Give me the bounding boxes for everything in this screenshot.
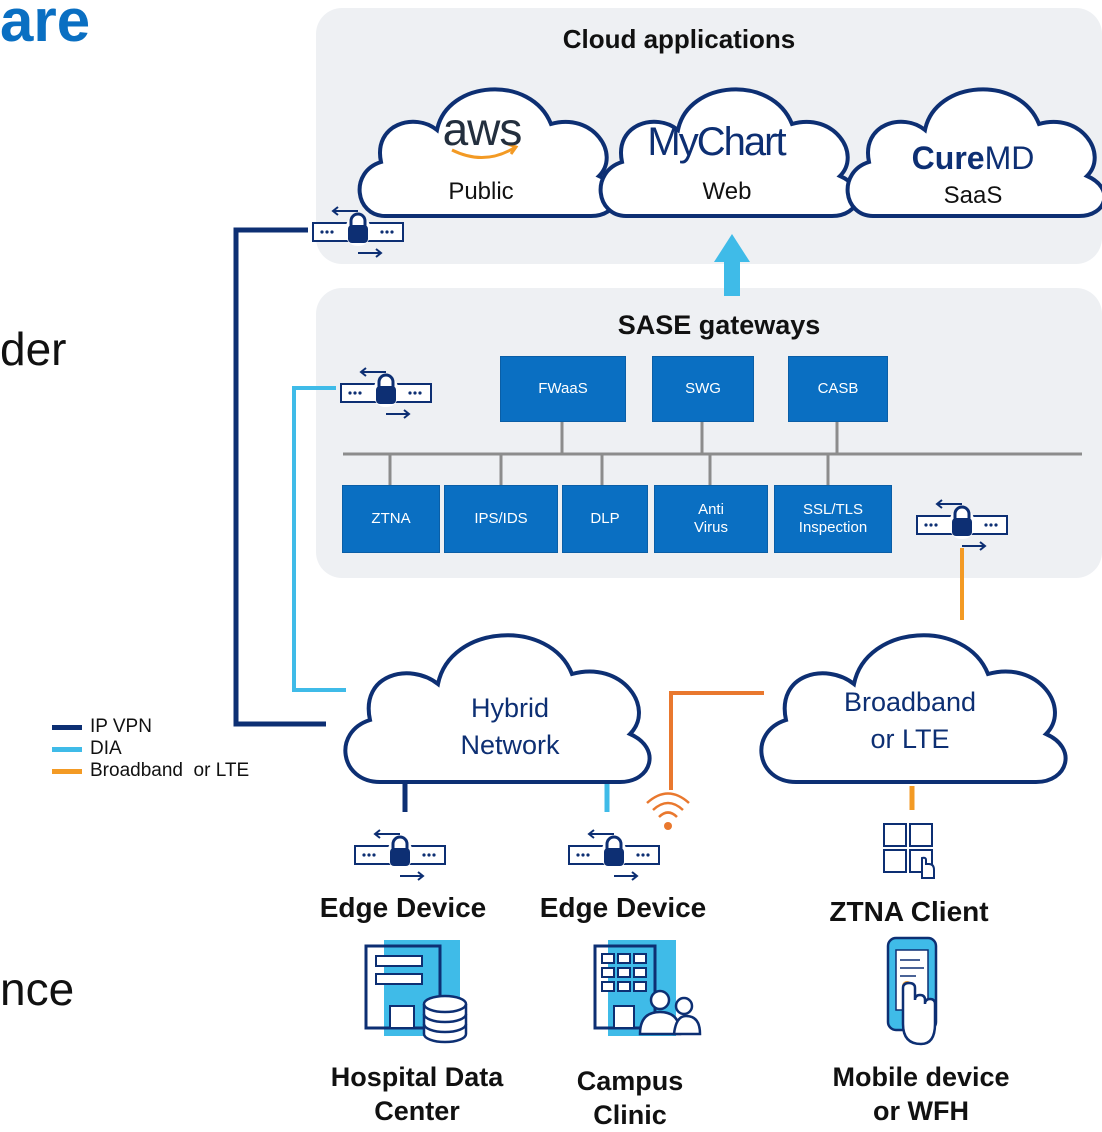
- broadband-lte-label: Broadband or LTE: [810, 684, 1010, 758]
- hybrid-network-label: Hybrid Network: [420, 690, 600, 764]
- aws-logo: aws: [442, 103, 523, 155]
- mobile-device-wfh-label: Mobile device or WFH: [796, 1060, 1046, 1128]
- mobile-device-icon: [886, 936, 938, 1046]
- broadband-line-wifi: [669, 691, 764, 790]
- legend-item-ipvpn: IP VPN: [52, 716, 249, 738]
- cloud-broadband: [759, 633, 1068, 784]
- mychart-logo: MyChart: [647, 120, 786, 164]
- slide-text-fragment-2: nce: [0, 963, 75, 1015]
- sase-box-ips-ids: IPS/IDS: [444, 485, 558, 553]
- lock-device-icon-broadband: [915, 498, 1009, 552]
- cloud-public-label: Public: [448, 178, 514, 205]
- cloud-applications-title: Cloud applications: [562, 24, 796, 54]
- slide-title-fragment: are: [0, 0, 91, 54]
- sase-box-anti-virus: Anti Virus: [654, 485, 768, 553]
- mobile-label-line-1: Mobile device: [832, 1062, 1010, 1092]
- cloud-web-label: Web: [702, 178, 752, 205]
- hospital-datacenter-icon: [364, 940, 468, 1044]
- cloud-saas: [845, 87, 1102, 218]
- legend-item-broadband: Broadband or LTE: [52, 760, 249, 782]
- sase-box-casb: CASB: [788, 356, 888, 422]
- slide-text-fragment-1: der: [0, 323, 67, 375]
- ipvpn-line: [233, 227, 326, 727]
- legend-label-broadband: Broadband or LTE: [90, 760, 250, 781]
- campus-clinic-label: Campus Clinic: [540, 1064, 720, 1132]
- legend-swatch-ipvpn: [52, 724, 82, 730]
- broadband-lte-label-line-2: or LTE: [870, 724, 950, 754]
- cloud-saas-label: SaaS: [943, 182, 1003, 209]
- hybrid-network-label-line-1: Hybrid: [470, 693, 550, 723]
- lock-device-icon-edge-1: [353, 828, 447, 882]
- legend: IP VPN DIA Broadband or LTE: [52, 716, 249, 782]
- campus-label-line-2: Clinic: [593, 1100, 667, 1130]
- ztna-client-label: ZTNA Client: [829, 896, 989, 927]
- campus-clinic-icon: [593, 940, 702, 1036]
- cloud-web: [598, 87, 860, 218]
- broadband-lte-label-line-1: Broadband: [843, 687, 977, 717]
- sase-box-swg: SWG: [652, 356, 754, 422]
- hybrid-network-label-line-2: Network: [460, 730, 560, 760]
- lock-device-icon-edge-2: [567, 828, 661, 882]
- dia-line: [292, 386, 346, 692]
- sase-box-dlp: DLP: [562, 485, 648, 553]
- curemd-logo-light: MD: [984, 140, 1035, 176]
- sase-gateways-title: SASE gateways: [617, 310, 821, 340]
- sase-box-ztna: ZTNA: [342, 485, 440, 553]
- edge-device-label-1: Edge Device: [319, 892, 487, 923]
- wifi-icon: [646, 792, 690, 830]
- legend-item-dia: DIA: [52, 738, 249, 760]
- sase-box-ssl-tls-inspection: SSL/TLS Inspection: [774, 485, 892, 553]
- ztna-client-grid-icon: [883, 823, 935, 879]
- sase-box-fwaas: FWaaS: [500, 356, 626, 422]
- curemd-logo-bold: Cure: [911, 140, 985, 176]
- cloud-hybrid-network: [343, 633, 652, 784]
- up-arrow: [714, 234, 750, 296]
- legend-swatch-dia: [52, 746, 82, 752]
- legend-label-dia: DIA: [90, 738, 122, 759]
- hospital-data-center-label: Hospital Data Center: [292, 1060, 542, 1128]
- hospital-label-line-1: Hospital Data: [330, 1062, 504, 1092]
- lock-device-icon-dia: [339, 366, 433, 420]
- mobile-label-line-2: or WFH: [873, 1096, 969, 1126]
- hospital-label-line-2: Center: [374, 1096, 460, 1126]
- campus-label-line-1: Campus: [576, 1066, 684, 1096]
- legend-swatch-broadband: [52, 768, 82, 774]
- curemd-logo: CureMD: [880, 140, 1066, 177]
- edge-device-label-2: Edge Device: [539, 892, 707, 923]
- legend-label-ipvpn: IP VPN: [90, 716, 152, 737]
